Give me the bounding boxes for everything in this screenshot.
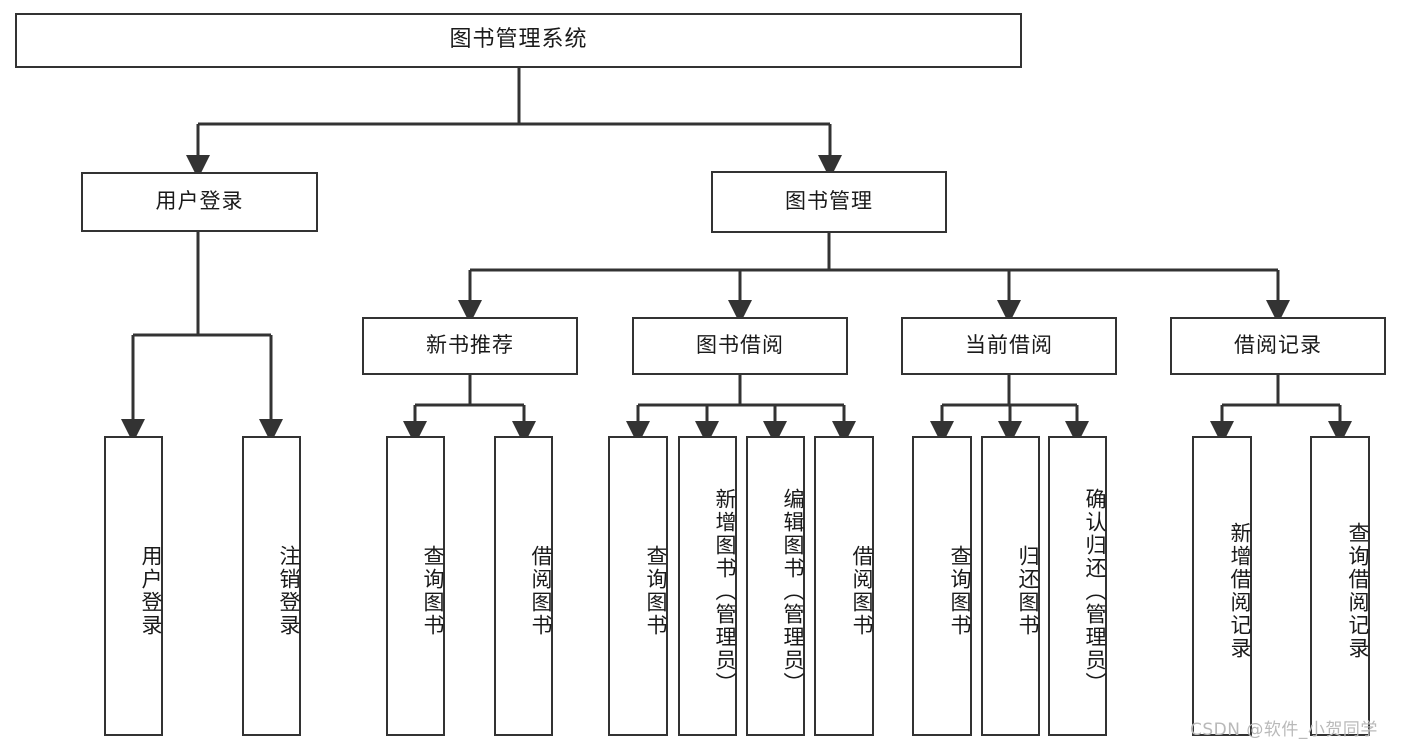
node-label: 图书借阅 [696,333,784,358]
leaf-current-return-book[interactable]: 归还图书 [981,436,1040,736]
leaf-recommend-query-book[interactable]: 查询图书 [386,436,445,736]
node-label: 查询借阅记录 [1346,522,1370,660]
leaf-current-confirm-return-admin[interactable]: 确认归还（管理员） [1048,436,1107,736]
node-label: 查询图书 [421,545,445,637]
leaf-borrow-edit-book-admin[interactable]: 编辑图书（管理员） [746,436,805,736]
node-label: 借阅记录 [1234,333,1322,358]
node-label: 借阅图书 [850,545,874,637]
node-label: 归还图书 [1016,545,1040,637]
node-label: 新书推荐 [426,333,514,358]
leaf-current-query-book[interactable]: 查询图书 [912,436,972,736]
node-label: 用户登录 [155,189,244,214]
leaf-borrow-query-book[interactable]: 查询图书 [608,436,668,736]
node-new-book-recommend[interactable]: 新书推荐 [362,317,578,375]
node-label: 查询图书 [948,545,972,637]
leaf-user-login[interactable]: 用户登录 [104,436,163,736]
node-label: 新增图书（管理员） [713,487,737,695]
leaf-record-add-record[interactable]: 新增借阅记录 [1192,436,1252,736]
node-root-system[interactable]: 图书管理系统 [15,13,1022,68]
node-label: 编辑图书（管理员） [781,487,805,695]
leaf-borrow-borrow-book[interactable]: 借阅图书 [814,436,874,736]
leaf-recommend-borrow-book[interactable]: 借阅图书 [494,436,553,736]
csdn-watermark: CSDN @软件_小贺同学 [1190,720,1378,740]
leaf-record-query-record[interactable]: 查询借阅记录 [1310,436,1370,736]
node-label: 用户登录 [139,545,163,637]
node-label: 图书管理 [785,189,873,214]
node-label: 当前借阅 [965,333,1053,358]
node-label: 查询图书 [644,545,668,637]
node-user-login[interactable]: 用户登录 [81,172,318,232]
leaf-logout[interactable]: 注销登录 [242,436,301,736]
node-label: 图书管理系统 [449,27,588,53]
node-current-borrow[interactable]: 当前借阅 [901,317,1117,375]
node-book-management[interactable]: 图书管理 [711,171,947,233]
node-label: 新增借阅记录 [1228,522,1252,660]
node-label: 注销登录 [277,545,301,637]
leaf-borrow-add-book-admin[interactable]: 新增图书（管理员） [678,436,737,736]
node-book-borrow[interactable]: 图书借阅 [632,317,848,375]
node-label: 借阅图书 [529,545,553,637]
node-label: 确认归还（管理员） [1083,487,1107,695]
node-borrow-record[interactable]: 借阅记录 [1170,317,1386,375]
